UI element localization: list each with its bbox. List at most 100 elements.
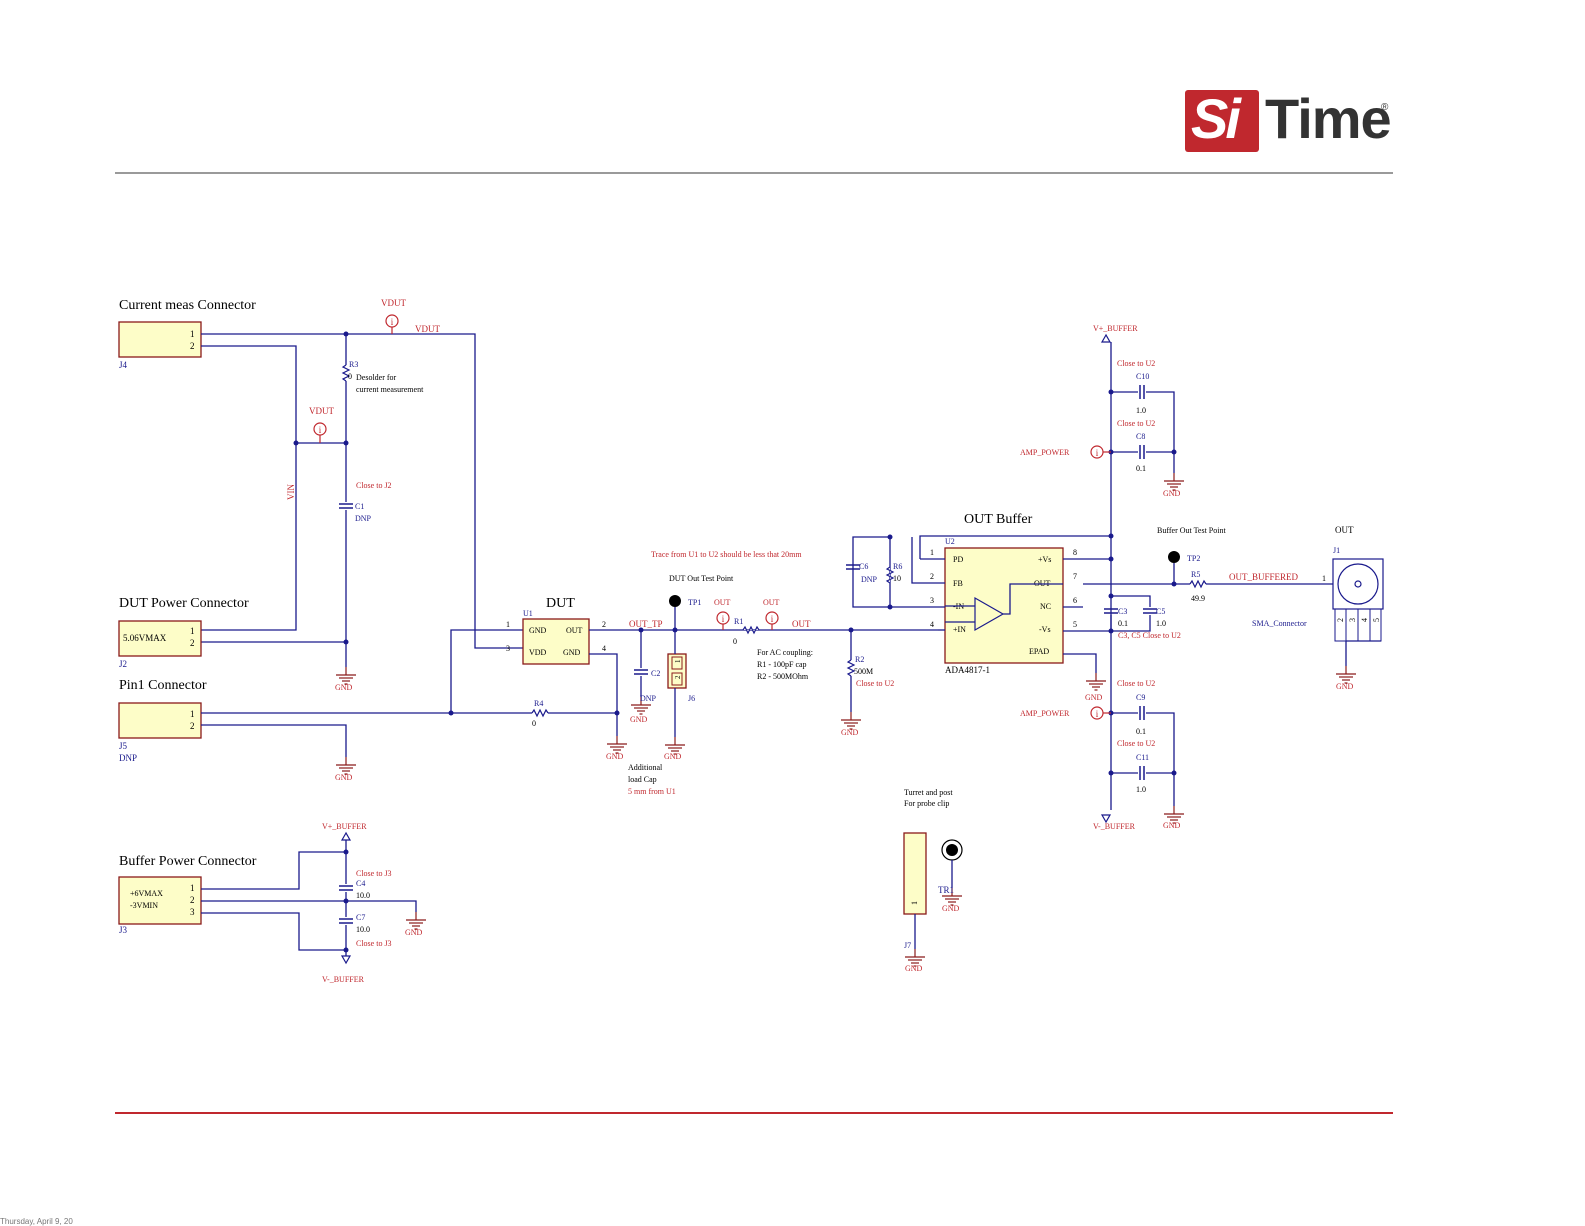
j5-connector [118,702,202,739]
out-title: OUT [1335,525,1354,535]
u2-epad: EPAD [1029,647,1049,656]
r4-value: 0 [532,719,536,728]
c9-ref: C9 [1136,693,1145,702]
j2-ref: J2 [119,659,127,669]
c10-value: 1.0 [1136,406,1146,415]
gnd-label-j1: GND [1336,682,1354,691]
r2-ref: R2 [855,655,864,664]
amp-power-label-1: AMP_POWER [1020,448,1070,457]
gnd-label-c2: GND [630,715,648,724]
vdut-label-top: VDUT [381,298,406,308]
u2-nc: NC [1040,602,1051,611]
gnd-label-j7: GND [905,964,923,973]
output-section: R5 49.9 OUT_BUFFERED TP2 Buffer Out Test… [1083,525,1384,691]
trace-note: Trace from U1 to U2 should be less that … [651,550,802,559]
u2-vsn: -Vs [1039,625,1051,634]
gnd-label-j5: GND [335,773,353,782]
c1-value: DNP [355,514,372,523]
gnd-label-c1: GND [335,683,353,692]
j1-ref: J1 [1333,546,1340,555]
u1-pin1-num: 1 [506,620,510,629]
j7-pin: 1 [910,901,919,905]
j5-ref: J5 [119,741,128,751]
out-buffered-label: OUT_BUFFERED [1229,572,1299,582]
j3-ref: J3 [119,925,128,935]
c10-ref: C10 [1136,372,1149,381]
c11-value: 1.0 [1136,785,1146,794]
j5-dnp: DNP [119,753,137,763]
c4-close-note: Close to J3 [356,869,392,878]
dut-power-section: DUT Power Connector 5.06VMAX 1 2 J2 Pin1… [118,596,617,782]
header-rule [115,172,1393,174]
tp2-dot [1168,551,1180,563]
vminus-label-bottom: V-_BUFFER [322,975,365,984]
u2-fb: FB [953,579,963,588]
u2-num-6: 6 [1073,596,1077,605]
j2-text: 5.06VMAX [123,633,167,643]
sma-connector [1332,558,1384,610]
j6-ref: J6 [688,694,695,703]
gnd-label-j3: GND [405,928,423,937]
load-note-2: load Cap [628,775,657,784]
c6-ref: C6 [859,562,868,571]
out-tp-section: OUT_TP C2 DNP GND Additional load Cap 5 … [589,550,938,796]
u1-pin1-name: GND [529,626,547,635]
dut-tp-note: DUT Out Test Point [669,574,734,583]
ac-note-3: R2 - 500MOhm [757,672,809,681]
c2-value: DNP [640,694,657,703]
j1-pin1: 1 [1322,574,1326,583]
u1-ref: U1 [523,609,533,618]
u1-pin3-num: 3 [506,644,510,653]
dut-power-title: DUT Power Connector [119,596,249,611]
u2-vsp: +Vs [1038,555,1051,564]
u2-inp: +IN [953,625,966,634]
j4-ref: J4 [119,360,128,370]
c9-close-note: Close to U2 [1117,679,1155,688]
turret-note-1: Turret and post [904,788,953,797]
close-j2-note: Close to J2 [356,481,392,490]
c9-value: 0.1 [1136,727,1146,736]
out-label-1: OUT [714,598,731,607]
c5-ref: C5 [1156,607,1165,616]
r3-ref: R3 [349,360,358,369]
r6-value: 10 [893,574,901,583]
u2-num-1: 1 [930,548,934,557]
sitime-logo: Si Time ® [1185,86,1395,156]
r6-ref: R6 [893,562,902,571]
tp1-dot [669,595,681,607]
c5-value: 1.0 [1156,619,1166,628]
u1-pin2-num: 2 [602,620,606,629]
gnd-label-r2: GND [841,728,859,737]
c8-ref: C8 [1136,432,1145,441]
dut-title: DUT [546,596,575,611]
tp2-ref: TP2 [1187,554,1200,563]
logo-mark [1185,90,1259,152]
j3-pin1: 1 [190,883,195,893]
out-label-2: OUT [763,598,780,607]
c3-ref: C3 [1118,607,1127,616]
j3-text-2: -3VMIN [130,901,158,910]
u1-pin4-num: 4 [602,644,606,653]
footer-date-crop: Thursday, April 9, 20 [0,1217,73,1226]
vminus-rail: GND Close to U2 C9 0.1 Close to U2 C11 1… [1020,631,1185,831]
j7-ref: J7 [904,941,911,950]
dut-section: DUT U1 GND OUT VDD GND 1 2 3 4 GND [506,596,628,761]
u1-pin3-name: VDD [529,648,547,657]
buffer-power-title: Buffer Power Connector [119,854,257,869]
j2-pin1: 1 [190,626,195,636]
c10-close-note: Close to U2 [1117,359,1155,368]
u2-num-2: 2 [930,572,934,581]
vminus-label-right: V-_BUFFER [1093,822,1136,831]
c1-ref: C1 [355,502,364,511]
u2-num-5: 5 [1073,620,1077,629]
vplus-label-bottom: V+_BUFFER [322,822,367,831]
j4-pin2: 2 [190,341,195,351]
c6-value: DNP [861,575,878,584]
r2-close-note: Close to U2 [856,679,894,688]
buf-tp-note: Buffer Out Test Point [1157,526,1226,535]
desolder-note-1: Desolder for [356,373,397,382]
r5-value: 49.9 [1191,594,1205,603]
sma-connector-name: SMA_Connector [1252,619,1307,628]
u2-ref: U2 [945,537,955,546]
buffer-power-section: Buffer Power Connector +6VMAX -3VMIN 1 2… [118,822,427,984]
